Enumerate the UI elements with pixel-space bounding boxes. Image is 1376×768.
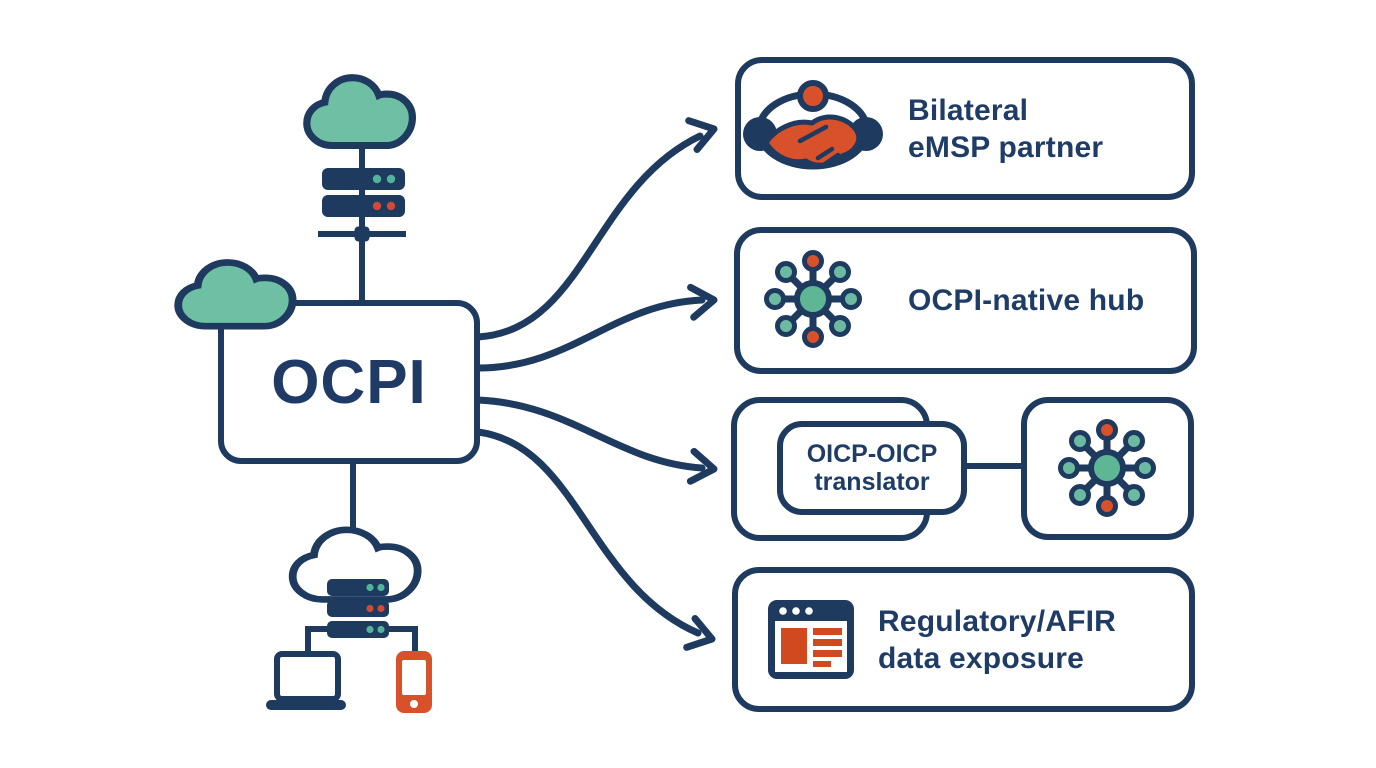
label-line: OCPI-native hub	[908, 284, 1145, 317]
target-box-bilateral	[735, 57, 1195, 200]
label-regulatory-afir: Regulatory/AFIR data exposure	[878, 570, 1116, 709]
ocpi-label-text: OCPI	[271, 347, 427, 417]
arrow-to-ocpi-hub	[474, 283, 718, 372]
label-ocpi-native-hub: OCPI-native hub	[908, 230, 1144, 371]
label-line: eMSP partner	[908, 130, 1104, 164]
browser-window-icon	[768, 600, 854, 679]
handshake-icon	[743, 80, 883, 170]
label-oicp-oicp-translator: OICP-OICP translator	[780, 424, 964, 512]
target-box-translator-inner	[777, 421, 967, 515]
hub-icon	[764, 250, 862, 348]
hub-icon-small	[1058, 419, 1156, 517]
target-box-ocpi-hub	[734, 227, 1197, 374]
label-line: data exposure	[878, 641, 1085, 675]
arrow-to-bilateral	[474, 117, 718, 341]
arrow-to-translator	[474, 396, 718, 485]
cloud-icon-left	[174, 259, 297, 330]
label-line: translator	[814, 468, 930, 496]
smartphone-icon	[396, 651, 432, 713]
label-line: Bilateral	[908, 93, 1029, 127]
laptop-icon	[266, 651, 346, 710]
label-line: Regulatory/AFIR	[878, 604, 1117, 638]
server-stack-icon	[327, 579, 389, 638]
device-links	[305, 626, 418, 654]
ocpi-box	[218, 300, 480, 464]
label-bilateral-emsp-partner: Bilateral eMSP partner	[908, 60, 1103, 197]
server-icon	[322, 168, 405, 217]
node-dot	[354, 226, 370, 242]
cloud-icon	[303, 74, 417, 150]
label-line: OICP-OICP	[806, 440, 938, 468]
ocpi-label: OCPI	[221, 303, 477, 461]
arrow-to-regulatory	[474, 428, 716, 651]
